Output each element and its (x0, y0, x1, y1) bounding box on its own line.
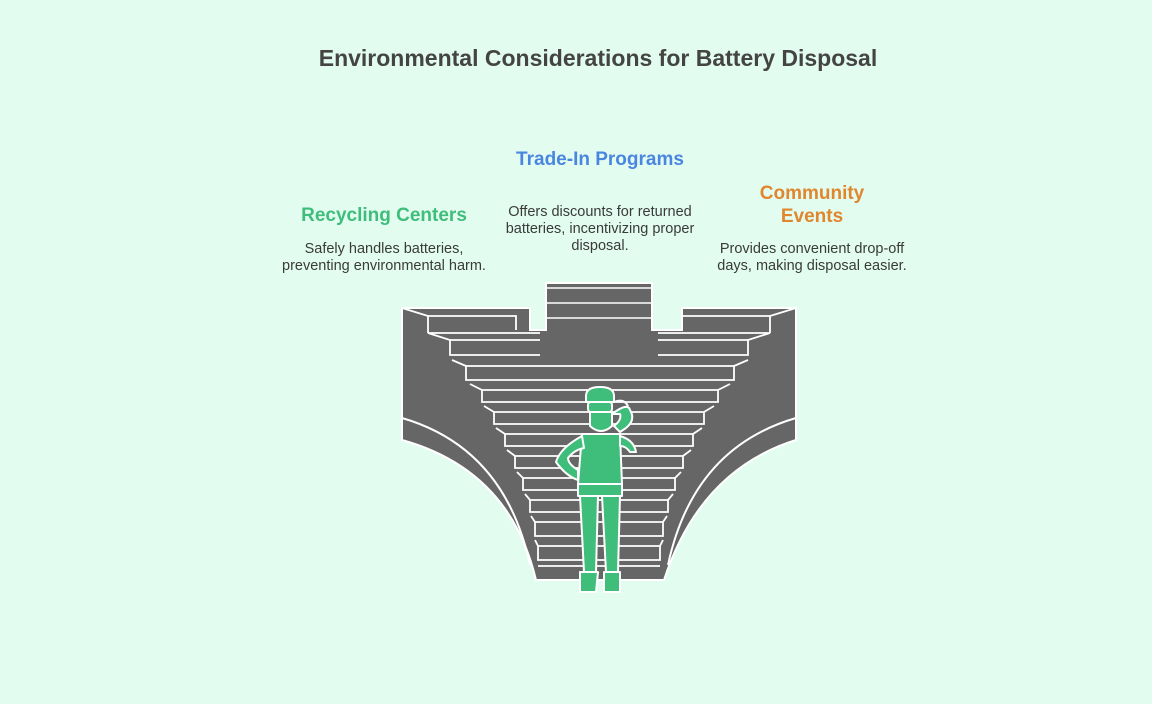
trade-in-programs-title: Trade-In Programs (516, 149, 684, 170)
left-blocks (401, 307, 540, 356)
center-column (546, 287, 652, 319)
right-blocks (658, 307, 797, 356)
page-title: Environmental Considerations for Battery… (318, 45, 878, 71)
person-figure-icon (555, 386, 637, 593)
community-events-description: Provides convenient drop-off days, makin… (717, 241, 907, 274)
recycling-centers-description: Safely handles batteries, preventing env… (282, 241, 486, 274)
trade-in-programs-description: Offers discounts for returned batteries,… (505, 204, 695, 254)
recycling-centers-title: Recycling Centers (301, 205, 467, 226)
community-events-title: Community Events (759, 183, 865, 227)
